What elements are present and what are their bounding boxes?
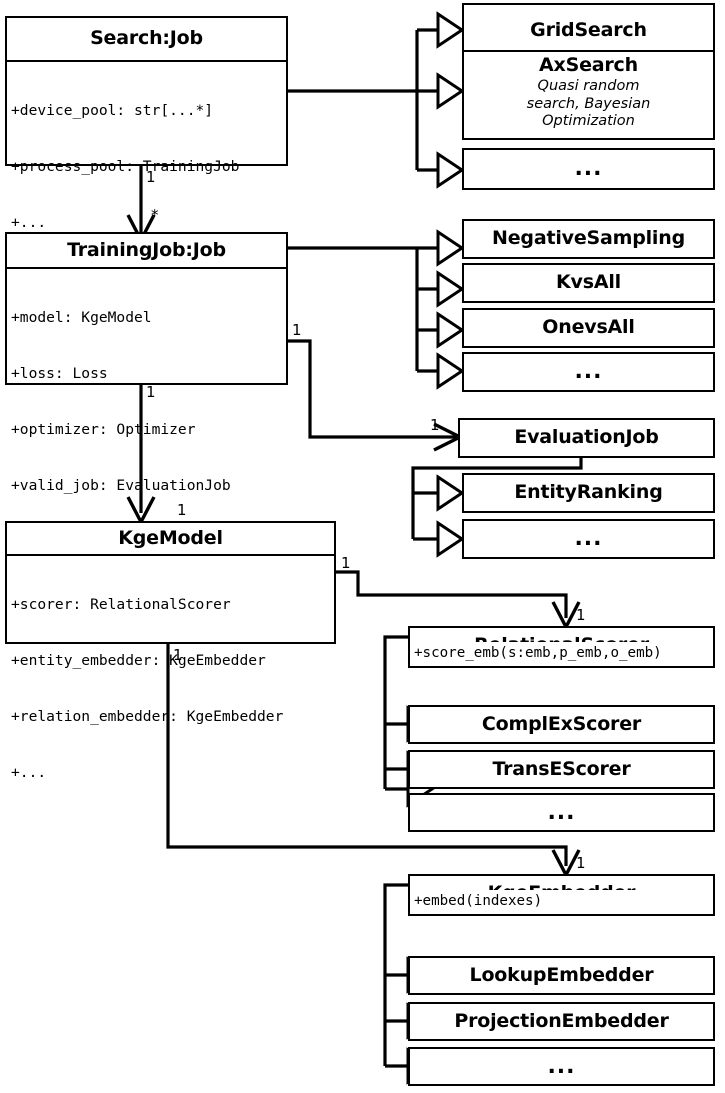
- edge-embedder-spine: [383, 883, 408, 1066]
- class-box-transescorer[interactable]: TransEScorer: [408, 750, 715, 789]
- attribute-row: +...: [11, 214, 47, 231]
- class-box-search-more[interactable]: ...: [462, 148, 715, 190]
- attribute-row: +process_pool: TrainingJob: [11, 157, 240, 175]
- class-attributes-search-job: +device_pool: str[...*] +process_pool: T…: [7, 62, 286, 272]
- class-title-evaluation-more: ...: [574, 526, 603, 552]
- class-box-axsearch[interactable]: AxSearch Quasi random search, Bayesian O…: [462, 50, 715, 140]
- class-box-search-job[interactable]: Search:Job +device_pool: str[...*] +proc…: [5, 16, 288, 231]
- multiplicity-training-to-eval-target: 1: [430, 416, 440, 434]
- class-title-kgemodel: KgeModel: [7, 523, 334, 556]
- class-title-lookupembedder: LookupEmbedder: [469, 963, 654, 986]
- generalization-arrow-entityranking: [436, 474, 465, 512]
- attribute-row: +entity_embedder: KgeEmbedder: [11, 651, 266, 669]
- attribute-row: +scorer: RelationalScorer: [11, 595, 231, 613]
- class-operations-kgeembedder: +embed(indexes): [414, 893, 543, 909]
- class-attributes-training-job: +model: KgeModel +loss: Loss +optimizer:…: [7, 269, 286, 592]
- class-box-kgeembedder-ops: +embed(indexes): [408, 890, 715, 916]
- class-note-axsearch: Quasi random search, Bayesian Optimizati…: [526, 77, 651, 130]
- multiplicity-search-to-training-target: *: [151, 206, 159, 224]
- class-title-embedder-more: ...: [547, 1053, 576, 1079]
- class-title-transescorer: TransEScorer: [492, 757, 631, 780]
- class-box-kvsall[interactable]: KvsAll: [462, 263, 715, 303]
- class-title-gridsearch: GridSearch: [530, 18, 647, 41]
- class-box-lookupembedder[interactable]: LookupEmbedder: [408, 956, 715, 995]
- attribute-row: +loss: Loss: [11, 364, 108, 382]
- class-title-search-more: ...: [574, 156, 603, 182]
- class-title-projectionembedder: ProjectionEmbedder: [454, 1009, 669, 1032]
- class-attributes-kgemodel: +scorer: RelationalScorer +entity_embedd…: [7, 556, 334, 823]
- class-title-scorer-more: ...: [547, 799, 576, 825]
- class-box-evaluationjob[interactable]: EvaluationJob: [458, 418, 715, 458]
- class-title-axsearch: AxSearch: [539, 54, 638, 76]
- multiplicity-model-to-embedder-target: 1: [576, 854, 586, 872]
- class-operations-relationalscorer: +score_emb(s:emb,p_emb,o_emb): [414, 645, 662, 661]
- attribute-row: +model: KgeModel: [11, 308, 152, 326]
- class-box-negativesampling[interactable]: NegativeSampling: [462, 219, 715, 259]
- class-box-relationalscorer-ops: +score_emb(s:emb,p_emb,o_emb): [408, 642, 715, 668]
- multiplicity-training-to-model-target: 1: [177, 501, 187, 519]
- attribute-row: +device_pool: str[...*]: [11, 101, 214, 119]
- class-title-evaluationjob: EvaluationJob: [514, 426, 659, 449]
- attribute-row: +valid_job: EvaluationJob: [11, 477, 231, 495]
- multiplicity-model-to-scorer-source: 1: [341, 554, 351, 572]
- class-box-onevsall[interactable]: OnevsAll: [462, 308, 715, 348]
- class-box-complexscorer[interactable]: ComplExScorer: [408, 705, 715, 744]
- multiplicity-model-to-scorer-target: 1: [576, 606, 586, 624]
- class-box-kgemodel[interactable]: KgeModel +scorer: RelationalScorer +enti…: [5, 521, 336, 781]
- class-box-evaluation-more[interactable]: ...: [462, 519, 715, 559]
- class-box-scorer-more[interactable]: ...: [408, 793, 715, 832]
- attribute-row: +optimizer: Optimizer: [11, 421, 196, 438]
- class-title-entityranking: EntityRanking: [514, 481, 663, 504]
- generalization-arrow-gridsearch: [436, 11, 465, 49]
- class-title-complexscorer: ComplExScorer: [481, 712, 642, 735]
- class-box-gridsearch[interactable]: GridSearch: [462, 3, 715, 58]
- edge-scorer-spine: [383, 635, 408, 789]
- generalization-arrow-axsearch: [436, 72, 465, 110]
- generalization-arrow-kvsall: [436, 270, 465, 308]
- generalization-arrow-training-more: [436, 352, 465, 390]
- multiplicity-training-to-model-source: 1: [146, 383, 156, 401]
- class-title-training-job: TrainingJob:Job: [7, 234, 286, 269]
- class-box-entityranking[interactable]: EntityRanking: [462, 473, 715, 513]
- multiplicity-model-to-embedder-source: 1: [173, 646, 183, 664]
- class-title-onevsall: OnevsAll: [542, 316, 635, 339]
- generalization-arrow-search-more: [436, 151, 465, 189]
- class-box-embedder-more[interactable]: ...: [408, 1047, 715, 1086]
- class-box-training-more[interactable]: ...: [462, 352, 715, 392]
- attribute-row: +...: [11, 764, 47, 782]
- class-title-search-job: Search:Job: [7, 18, 286, 62]
- class-title-kvsall: KvsAll: [556, 271, 621, 294]
- multiplicity-training-to-eval-source: 1: [292, 321, 302, 339]
- multiplicity-search-to-training-source: 1: [146, 168, 156, 186]
- class-title-training-more: ...: [574, 359, 603, 385]
- attribute-row: +relation_embedder: KgeEmbedder: [11, 708, 284, 725]
- generalization-arrow-negativesampling: [436, 229, 465, 267]
- class-title-negativesampling: NegativeSampling: [492, 227, 685, 250]
- generalization-arrow-eval-more: [436, 520, 465, 558]
- edge-kgemodel-to-relationalscorer: [336, 570, 568, 618]
- class-box-training-job[interactable]: TrainingJob:Job +model: KgeModel +loss: …: [5, 232, 288, 551]
- generalization-arrow-onevsall: [436, 311, 465, 349]
- class-box-projectionembedder[interactable]: ProjectionEmbedder: [408, 1002, 715, 1041]
